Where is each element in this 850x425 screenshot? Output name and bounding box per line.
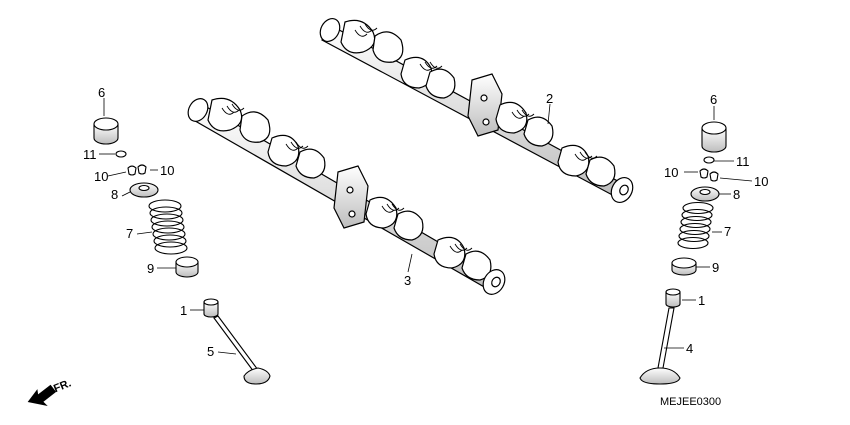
callout-10-right-b: 10 [754,174,769,189]
callout-11-right: 11 [736,154,750,169]
callout-2: 2 [546,91,554,106]
stem-seal-left [203,298,219,318]
callout-8-right: 8 [733,187,741,202]
callout-7-right: 7 [724,224,732,239]
cotter-left-b [137,164,147,175]
leader-lines [99,98,753,355]
callout-7-left: 7 [126,226,134,241]
valve-exhaust [213,315,271,385]
camshaft-intake [187,97,506,295]
spring-seat-right [671,257,697,276]
diagram-code: MEJEE0300 [660,396,722,408]
tappet-right [701,121,727,153]
callout-6-left: 6 [98,85,106,100]
right-valve-assembly [639,121,727,385]
callout-10-right-a: 10 [664,165,679,180]
tappet-left [93,117,119,145]
callout-1-right: 1 [698,293,706,308]
spring-right [677,201,714,250]
callout-10-left-b: 10 [160,163,175,178]
cotter-left-a [127,165,137,176]
callout-9-left: 9 [147,261,155,276]
retainer-left [129,182,159,198]
callout-3: 3 [404,273,412,288]
spring-left [148,199,188,255]
shim-left [115,150,127,158]
front-direction-arrow [27,384,57,407]
cotter-right-b [709,171,719,182]
spring-seat-left [175,256,199,278]
callout-5: 5 [207,344,215,359]
callout-11-left: 11 [83,147,97,162]
callout-6-right: 6 [710,92,718,107]
callout-4: 4 [686,341,694,356]
callout-10-left-a: 10 [94,169,109,184]
retainer-right [690,186,720,202]
camshaft-exhaust [319,17,634,204]
valve-intake [639,307,681,385]
left-valve-assembly [93,117,271,385]
shim-right [703,156,715,164]
callout-1-left: 1 [180,303,188,318]
callout-9-right: 9 [712,260,720,275]
cotter-right-a [699,168,709,179]
stem-seal-right [665,288,681,308]
callout-8-left: 8 [111,187,119,202]
